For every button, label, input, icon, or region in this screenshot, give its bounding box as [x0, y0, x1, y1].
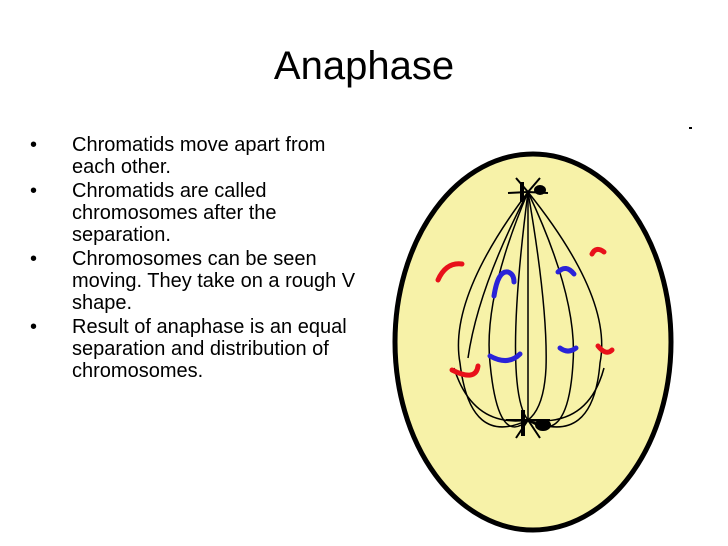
bullet-dot-icon: •	[30, 180, 38, 202]
chromosomes-top	[435, 246, 607, 299]
centriole	[520, 182, 524, 202]
aster-ray	[507, 191, 529, 194]
centrosome-top	[520, 182, 546, 202]
spindle-fiber	[457, 191, 529, 428]
cell-membrane	[392, 151, 674, 533]
corner-mark	[689, 127, 692, 129]
aster-ray	[527, 419, 541, 439]
bullet-text: Chromosomes can be seen moving. They tak…	[72, 248, 356, 314]
bullet-item: • Chromatids move apart from each other.	[28, 134, 358, 178]
chromosome-blue	[557, 345, 579, 354]
bullet-text: Chromatids move apart from each other.	[72, 134, 326, 178]
centriole	[534, 185, 546, 195]
centrosome-bottom	[521, 410, 551, 436]
spindle-fiber	[467, 191, 529, 359]
spindle-fiber	[527, 191, 603, 428]
spindle-fiber	[527, 191, 547, 421]
centriole	[521, 410, 525, 436]
bullet-dot-icon: •	[30, 316, 38, 338]
chromosome-red	[449, 363, 481, 378]
slide-title: Anaphase	[273, 44, 455, 88]
bullet-text: Result of anaphase is an equal separatio…	[72, 316, 347, 382]
chromosome-red	[589, 246, 607, 257]
bullet-item: • Result of anaphase is an equal separat…	[28, 316, 358, 382]
bullet-list: • Chromatids move apart from each other.…	[28, 134, 358, 384]
spindle-fiber	[514, 191, 529, 421]
bullet-dot-icon: •	[30, 248, 38, 270]
bullet-text: Chromatids are called chromosomes after …	[72, 180, 277, 246]
chromosome-red	[435, 261, 465, 283]
chromosomes-bottom	[449, 343, 615, 378]
bullet-item: • Chromosomes can be seen moving. They t…	[28, 248, 358, 314]
bullet-dot-icon: •	[30, 134, 38, 156]
chromosome-blue	[491, 269, 517, 299]
centriole	[535, 419, 551, 431]
chromosome-blue	[555, 266, 577, 277]
chromosome-red	[595, 343, 615, 355]
aster-ray	[527, 177, 541, 193]
anaphase-cell-diagram	[392, 151, 674, 533]
spindle-fibers	[453, 191, 605, 428]
chromosome-blue	[487, 351, 523, 363]
spindle-fiber	[527, 191, 575, 428]
bullet-item: • Chromatids are called chromosomes afte…	[28, 180, 358, 246]
